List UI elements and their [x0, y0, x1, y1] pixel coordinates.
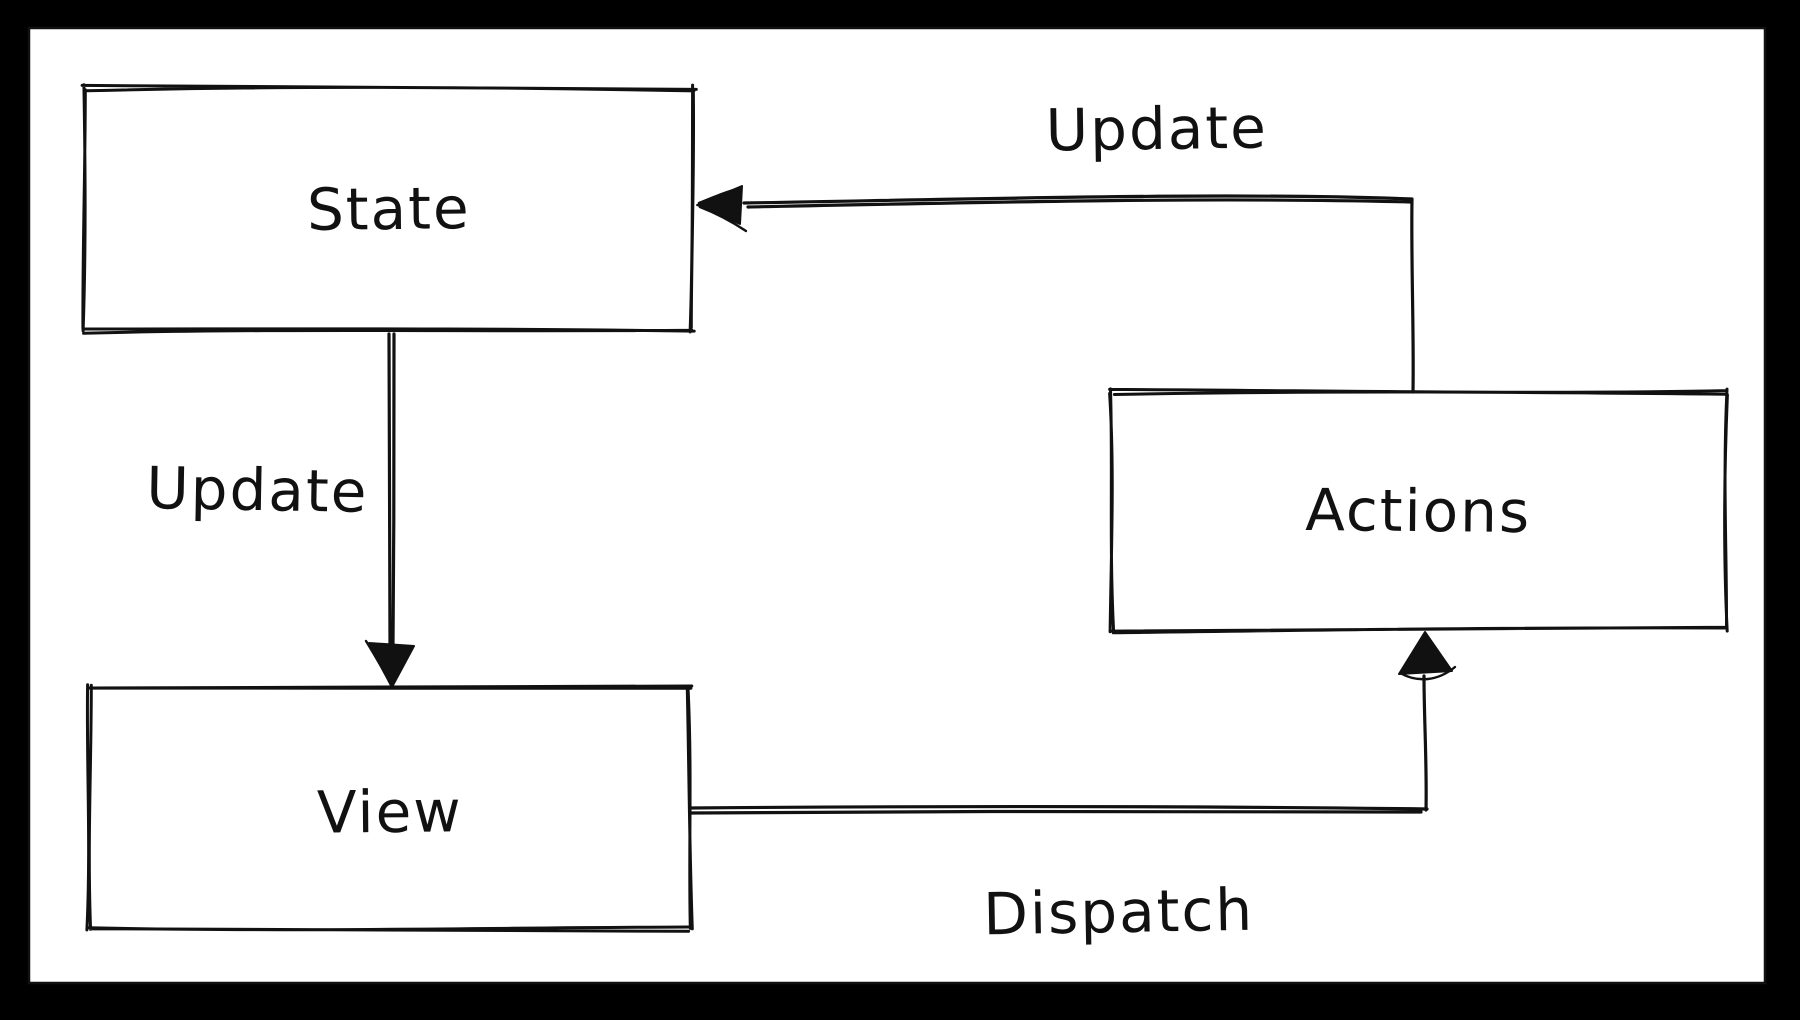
edge-update-left[interactable]: Update: [146, 332, 415, 689]
node-actions-label: Actions: [1305, 476, 1531, 546]
drawing-canvas[interactable]: [27, 26, 1767, 985]
edge-dispatch-label[interactable]: Dispatch: [983, 876, 1255, 949]
edge-update-top[interactable]: Update: [696, 93, 1415, 394]
edge-dispatch-arrowhead-up-icon: [1398, 631, 1453, 675]
edge-dispatch-line: [688, 674, 1429, 815]
node-actions-outline: [1108, 387, 1729, 635]
edge-update-top-line: [742, 194, 1415, 394]
edge-dispatch[interactable]: Dispatch: [688, 631, 1457, 949]
node-state[interactable]: State: [80, 83, 698, 335]
edge-dispatch-arrowhead-flourish: [1398, 665, 1457, 681]
node-actions[interactable]: Actions: [1108, 387, 1729, 635]
node-view[interactable]: View: [85, 683, 694, 933]
edge-update-top-arrowhead-flourish: [697, 186, 748, 233]
node-state-label: State: [307, 174, 471, 244]
node-view-label: View: [317, 777, 463, 846]
node-state-outline: [80, 83, 698, 335]
edge-update-left-line: [387, 332, 396, 647]
edge-update-left-arrowhead-flourish: [364, 639, 394, 689]
edge-update-left-label[interactable]: Update: [146, 454, 369, 526]
edge-update-top-label[interactable]: Update: [1045, 93, 1268, 164]
